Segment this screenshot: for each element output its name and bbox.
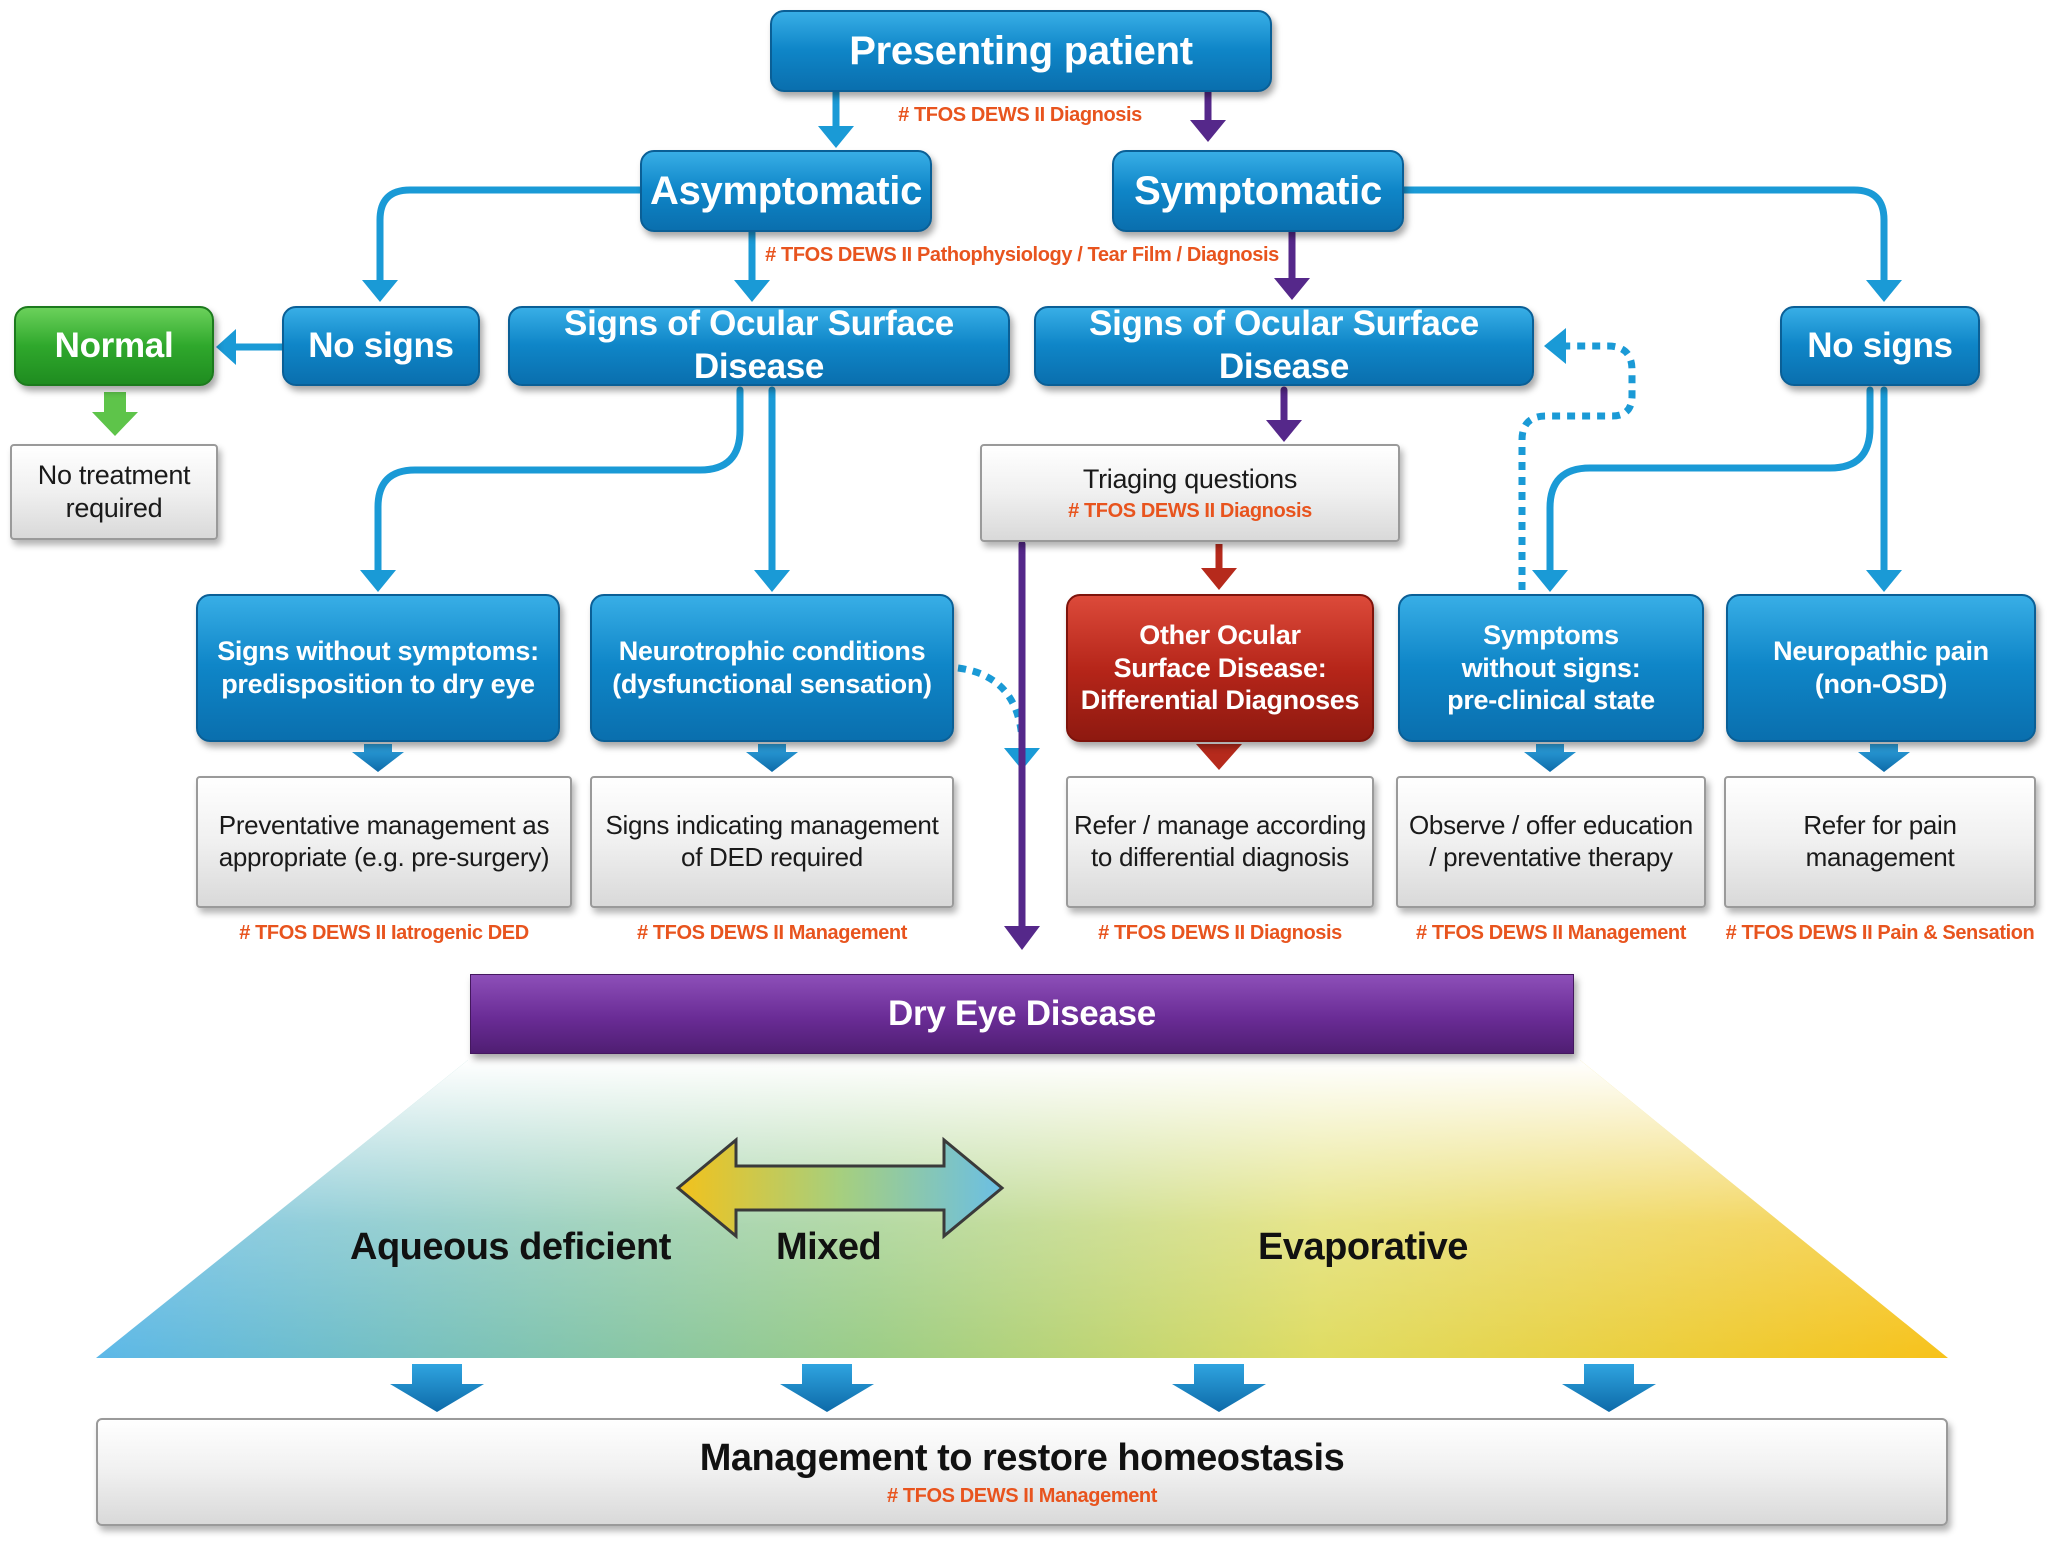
neurotrophic-line-2: (dysfunctional sensation) [612, 669, 932, 699]
symptomatic-box: Symptomatic [1112, 150, 1404, 232]
signs-osd-right-box: Signs of Ocular Surface Disease [1034, 304, 1534, 386]
blue-arrowheads [216, 126, 1902, 592]
signs-without-symptoms-line-1: Signs without symptoms: [217, 636, 539, 667]
purple-arrows [1018, 86, 1296, 932]
no-treatment-line-2: required [65, 493, 163, 523]
refer-manage-line-2: to differential diagnosis [1091, 842, 1349, 872]
no-treatment-box: No treatment required [10, 444, 218, 540]
normal-box: Normal [14, 306, 214, 386]
signs-without-symptoms-line-2: predisposition to dry eye [221, 669, 535, 699]
observe-ref: # TFOS DEWS II Management [1415, 922, 1687, 944]
dry-eye-disease-bar: Dry Eye Disease [470, 974, 1574, 1054]
dry-eye-spectrum-trapezoid [96, 1060, 1948, 1358]
refer-manage-ref: # TFOS DEWS II Diagnosis [1098, 922, 1342, 944]
asymptomatic-box: Asymptomatic [640, 150, 932, 232]
other-osd-line-1: Other Ocular [1139, 619, 1301, 650]
signs-osd-right-label: Signs of Ocular Surface Disease [1089, 304, 1479, 386]
dry-eye-disease-label: Dry Eye Disease [888, 993, 1156, 1033]
triaging-ref: # TFOS DEWS II Diagnosis [1068, 499, 1312, 522]
observe-line-1: Observe / offer education [1409, 810, 1693, 841]
triaging-box: Triaging questions # TFOS DEWS II Diagno… [980, 444, 1400, 542]
preventative-ref: # TFOS DEWS II Iatrogenic DED [239, 922, 529, 944]
presenting-patient-label: Presenting patient [849, 28, 1193, 73]
no-signs-left-label: No signs [308, 325, 454, 365]
evaporative-label: Evaporative [1258, 1226, 1468, 1268]
no-treatment-line-1: No treatment [37, 460, 191, 491]
management-ref: # TFOS DEWS II Management [886, 1485, 1158, 1508]
preventative-box: Preventative management as appropriate (… [196, 776, 572, 908]
management-bar: Management to restore homeostasis # TFOS… [96, 1418, 1948, 1526]
other-osd-line-3: Differential Diagnoses [1080, 685, 1360, 716]
other-osd-line-2: Surface Disease: [1113, 652, 1327, 683]
normal-label: Normal [54, 325, 174, 365]
refer-manage-line-1: Refer / manage according [1074, 810, 1366, 841]
refer-manage-box: Refer / manage according to differential… [1066, 776, 1374, 908]
signs-osd-left-label: Signs of Ocular Surface Disease [564, 304, 954, 386]
green-arrow [92, 392, 138, 436]
mixed-label: Mixed [776, 1226, 882, 1268]
mixed-double-arrow [675, 1136, 1005, 1240]
signs-indicating-box: Signs indicating management of DED requi… [590, 776, 954, 908]
no-signs-right-label: No signs [1807, 325, 1953, 365]
refer-pain-box: Refer for pain management [1724, 776, 2036, 908]
blue-arrows [228, 86, 1888, 577]
refer-pain-line-1: Refer for pain [1803, 810, 1957, 841]
blue-block-arrows [352, 744, 1910, 772]
signs-without-symptoms-box: Signs without symptoms: predisposition t… [196, 594, 560, 742]
neuropathic-line-1: Neuropathic pain [1773, 636, 1989, 667]
triaging-label: Triaging questions [1082, 463, 1298, 494]
preventative-line-2: appropriate (e.g. pre-surgery) [218, 842, 550, 872]
observe-box: Observe / offer education / preventative… [1396, 776, 1706, 908]
preventative-line-1: Preventative management as [218, 810, 550, 841]
signs-indicating-line-2: of DED required [681, 842, 863, 872]
asymptomatic-label: Asymptomatic [649, 168, 923, 213]
presenting-patient-box: Presenting patient [770, 10, 1272, 92]
signs-indicating-ref: # TFOS DEWS II Management [636, 922, 908, 944]
no-signs-left-box: No signs [282, 306, 480, 386]
observe-line-2: / preventative therapy [1429, 842, 1673, 872]
symptoms-without-signs-line-3: pre-clinical state [1447, 685, 1655, 716]
no-signs-right-box: No signs [1780, 306, 1980, 386]
refer-pain-ref: # TFOS DEWS II Pain & Sensation [1725, 922, 2035, 944]
neuropathic-line-2: (non-OSD) [1814, 669, 1948, 699]
symptoms-without-signs-line-1: Symptoms [1483, 619, 1619, 650]
presenting-ref: # TFOS DEWS II Diagnosis [898, 104, 1142, 126]
signs-indicating-line-1: Signs indicating management [605, 810, 939, 841]
management-label: Management to restore homeostasis [699, 1437, 1345, 1480]
neurotrophic-line-1: Neurotrophic conditions [618, 636, 926, 667]
aqueous-deficient-label: Aqueous deficient [350, 1226, 671, 1268]
symptoms-without-signs-box: Symptoms without signs: pre-clinical sta… [1398, 594, 1704, 742]
signs-osd-left-box: Signs of Ocular Surface Disease [508, 304, 1010, 386]
neurotrophic-box: Neurotrophic conditions (dysfunctional s… [590, 594, 954, 742]
symptomatic-label: Symptomatic [1134, 168, 1382, 213]
refer-pain-line-2: management [1805, 842, 1955, 872]
neuropathic-box: Neuropathic pain (non-OSD) [1726, 594, 2036, 742]
asymptomatic-ref: # TFOS DEWS II Pathophysiology / Tear Fi… [765, 244, 1279, 266]
other-osd-box: Other Ocular Surface Disease: Differenti… [1066, 594, 1374, 742]
management-block-arrows [390, 1364, 1656, 1412]
symptoms-without-signs-line-2: without signs: [1461, 652, 1641, 683]
